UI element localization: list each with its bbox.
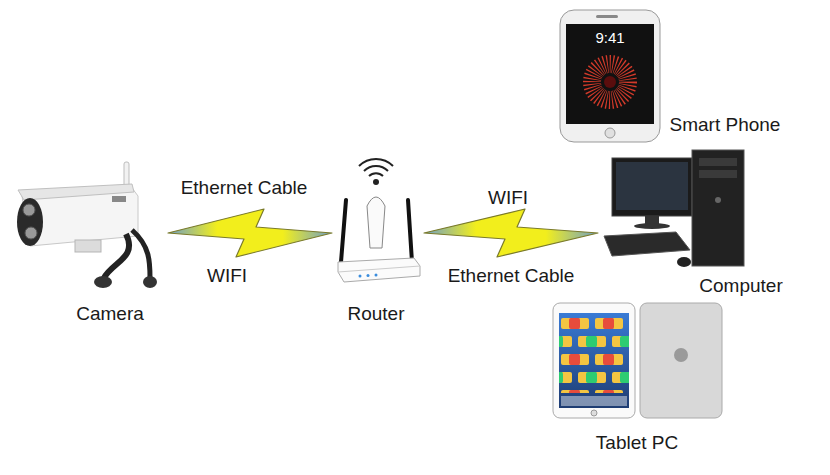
- camera-cable: [132, 230, 150, 278]
- router-antenna: [367, 197, 385, 248]
- device-node: Computer: [598, 145, 798, 300]
- home-button: [591, 410, 597, 416]
- monitor-base: [634, 223, 670, 229]
- router-antenna: [408, 200, 412, 262]
- device-label: Computer: [699, 275, 782, 297]
- lightning-connector: [424, 209, 598, 257]
- router-illustration: [338, 159, 420, 282]
- wifi-dot: [373, 179, 379, 185]
- wifi-arc: [369, 173, 383, 176]
- phone-screen: [566, 24, 654, 124]
- device-label: Tablet PC: [596, 432, 678, 454]
- phone-illustration: [560, 10, 660, 142]
- router-light: [367, 274, 370, 277]
- computer-illustration: [604, 150, 744, 267]
- router-light: [359, 275, 362, 278]
- phone-body: [560, 10, 660, 142]
- camera-illustration: [17, 162, 157, 288]
- router-base: [338, 258, 420, 282]
- clock-text: 9:41: [595, 29, 624, 46]
- lightning-connector: [168, 209, 332, 257]
- tower: [692, 150, 744, 266]
- tablet-illustration: [553, 303, 722, 418]
- medium-label: WIFI: [207, 265, 247, 287]
- wifi-arc: [359, 159, 393, 166]
- device-node: Smart Phone: [555, 8, 805, 144]
- medium-label: Ethernet Cable: [181, 177, 308, 199]
- device-node: Tablet PC: [550, 300, 725, 462]
- tablet-screen: [559, 313, 629, 408]
- flower-center: [604, 76, 616, 88]
- camera-cable: [104, 234, 129, 278]
- flower: [592, 64, 628, 100]
- keyboard: [604, 232, 690, 256]
- medium-label: WIFI: [488, 187, 528, 209]
- router-antenna: [341, 200, 346, 262]
- wifi-arc: [364, 166, 388, 171]
- drive-bay: [699, 158, 737, 166]
- dock: [561, 396, 627, 406]
- medium-label: Ethernet Cable: [448, 265, 575, 287]
- cable-plug: [143, 276, 157, 288]
- device-label: Smart Phone: [670, 114, 781, 136]
- camera-led: [25, 227, 37, 239]
- monitor-screen: [616, 162, 688, 210]
- router-edge: [338, 266, 420, 272]
- device-label: Router: [347, 303, 404, 325]
- app-icons: [559, 313, 629, 393]
- app-icons: [559, 313, 629, 393]
- cable-plug: [94, 276, 112, 288]
- tablet-back: [640, 303, 722, 418]
- camera-face: [17, 198, 43, 246]
- monitor: [612, 158, 692, 216]
- logo-mark: [674, 348, 688, 362]
- camera-mount: [75, 240, 101, 252]
- mouse: [677, 257, 691, 267]
- device-node: Router: [332, 155, 424, 328]
- router-light: [375, 274, 378, 277]
- drive-bay: [699, 170, 737, 178]
- camera-logo: [112, 196, 126, 202]
- phone-speaker: [596, 15, 618, 18]
- device-label: Camera: [76, 303, 144, 325]
- tablet-front: [553, 303, 635, 418]
- home-button: [605, 128, 615, 138]
- power-button: [715, 197, 721, 203]
- monitor-stand: [645, 216, 659, 224]
- camera-led: [23, 204, 35, 216]
- device-node: Camera: [8, 160, 168, 330]
